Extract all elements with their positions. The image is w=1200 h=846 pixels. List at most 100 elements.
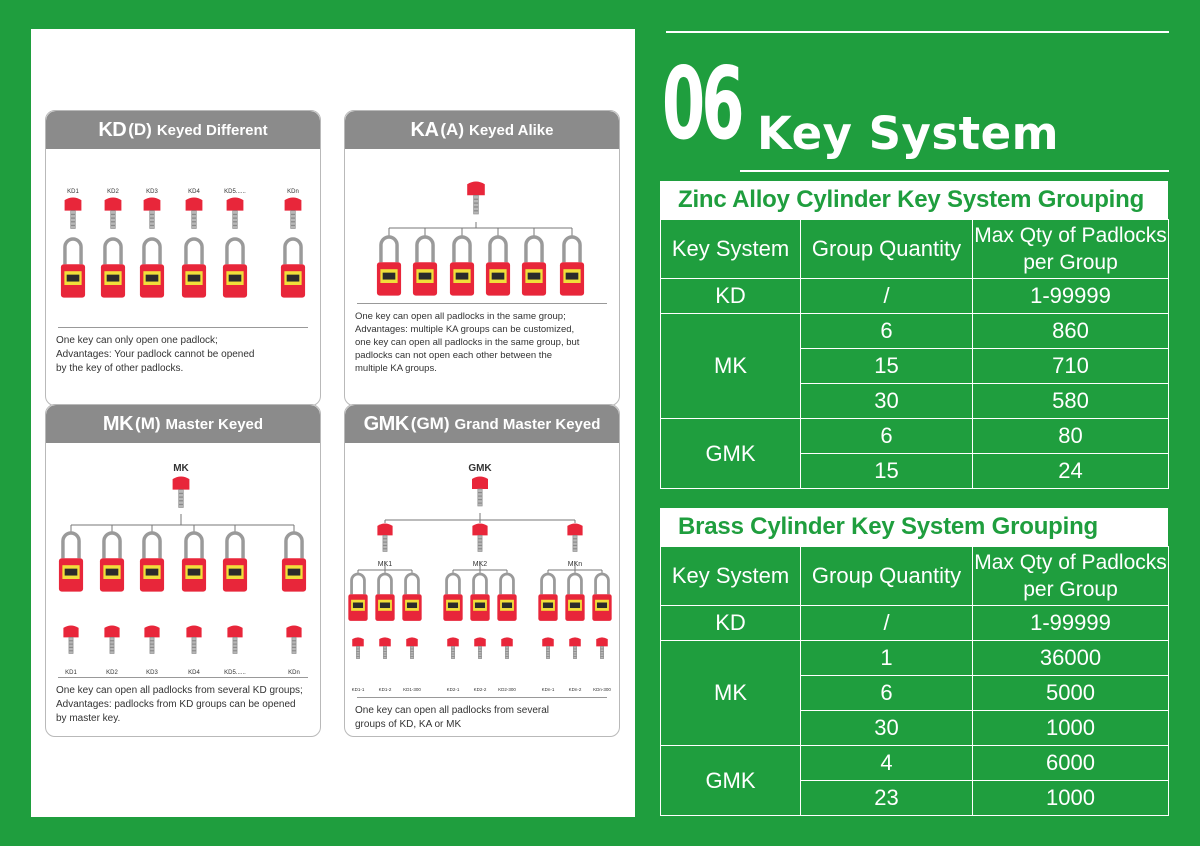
key-icon [63, 625, 79, 654]
key-blade [473, 194, 479, 215]
key-notch [478, 656, 482, 657]
key-head [472, 523, 488, 536]
key-icon [474, 637, 486, 659]
table-row: GMK 4 6000 [660, 745, 1169, 816]
padlock-label-print [501, 602, 513, 609]
padlock-icon [139, 237, 165, 298]
key-notch [109, 640, 115, 642]
ka-diagram [345, 149, 619, 303]
zinc-group-cell: 15 [800, 453, 973, 489]
key-blade [573, 646, 577, 659]
kd-lock-label: KD5...... [224, 189, 246, 195]
key-notch [110, 213, 116, 216]
key-icon [144, 625, 160, 654]
key-notch [68, 640, 74, 642]
kd-lock-label: KDn [287, 189, 299, 195]
key-notch [232, 213, 238, 216]
key-blade [110, 210, 116, 229]
zinc-max-cell: 24 [972, 453, 1169, 489]
key-notch [149, 643, 155, 645]
brass-table-block: Brass Cylinder Key System Grouping Key S… [660, 508, 1169, 816]
padlock-shackle [225, 237, 245, 265]
key-notch [149, 224, 155, 227]
brass-group-cell: 4 [800, 745, 973, 781]
brass-header-group-qty: Group Quantity [800, 546, 973, 606]
key-notch [477, 538, 483, 540]
zinc-group-cell: 6 [800, 418, 973, 454]
key-blade [149, 637, 155, 654]
padlock-label-print [145, 568, 159, 576]
key-notch [573, 656, 577, 657]
table-row: KD / 1-99999 [660, 278, 1169, 314]
key-notch [149, 650, 155, 652]
key-icon [542, 637, 554, 659]
key-notch [477, 492, 483, 494]
key-blade [505, 646, 509, 659]
zinc-max-cell: 710 [972, 348, 1169, 384]
brass-group-cell: 30 [800, 710, 973, 746]
brass-max-cell: 36000 [972, 640, 1169, 676]
gmk-letter: (GM) [410, 414, 450, 433]
padlock-label-print [66, 274, 80, 282]
mk-lock-label: KD2 [106, 670, 118, 676]
padlock-shackle [61, 531, 81, 559]
padlock-icon [280, 237, 306, 298]
key-head [63, 625, 79, 638]
key-notch [505, 648, 509, 650]
key-notch [473, 198, 479, 200]
key-icon [472, 476, 488, 507]
padlock-shackle [184, 531, 204, 559]
key-notch [383, 656, 387, 657]
padlock-shackle [499, 572, 515, 595]
key-notch [572, 541, 578, 543]
key-notch [382, 538, 388, 540]
key-notch [191, 650, 197, 652]
key-notch [232, 640, 238, 642]
padlock-icon [99, 531, 125, 592]
key-notch [191, 221, 197, 223]
gmk-description: One key can open all padlocks from sever… [355, 705, 549, 730]
key-notch [600, 651, 604, 652]
brass-group-cell: / [800, 605, 973, 641]
key-head [186, 625, 202, 638]
key-notch [382, 544, 388, 546]
padlock-label-print [491, 272, 505, 280]
key-blade [291, 637, 297, 654]
key-head [377, 523, 393, 536]
padlock-label-print [286, 274, 300, 282]
key-notch [473, 210, 479, 212]
padlock-icon [181, 531, 207, 592]
mk-divider [58, 677, 308, 678]
key-blade [109, 637, 115, 654]
key-icon [377, 523, 393, 552]
padlock-shackle [184, 237, 204, 265]
key-icon [352, 637, 364, 659]
key-head [226, 197, 244, 211]
padlock-shackle [540, 572, 556, 595]
brass-system-cell: GMK [660, 745, 801, 816]
key-head [542, 637, 554, 647]
key-head [406, 637, 418, 647]
key-notch [478, 651, 482, 652]
gmk-key-label: KD2-300 [498, 687, 516, 692]
padlock-shackle [225, 531, 245, 559]
key-notch [149, 221, 155, 223]
title-rule [740, 170, 1169, 172]
key-blade [68, 637, 74, 654]
key-head [501, 637, 513, 647]
padlock-icon [402, 572, 422, 621]
key-notch [383, 651, 387, 652]
zinc-group-cell: 6 [800, 313, 973, 349]
key-head [379, 637, 391, 647]
ka-letter: (A) [440, 120, 464, 139]
key-blade [477, 535, 483, 552]
padlock-shackle [377, 572, 393, 595]
mk-lock-label: KDn [288, 670, 300, 676]
key-notch [68, 650, 74, 652]
ka-card-header: KA (A) Keyed Alike [345, 111, 619, 149]
table-row: 23 1000 [661, 780, 1169, 816]
gmk-divider [357, 697, 607, 698]
key-notch [546, 651, 550, 652]
key-notch [70, 224, 76, 227]
key-icon [143, 197, 161, 229]
